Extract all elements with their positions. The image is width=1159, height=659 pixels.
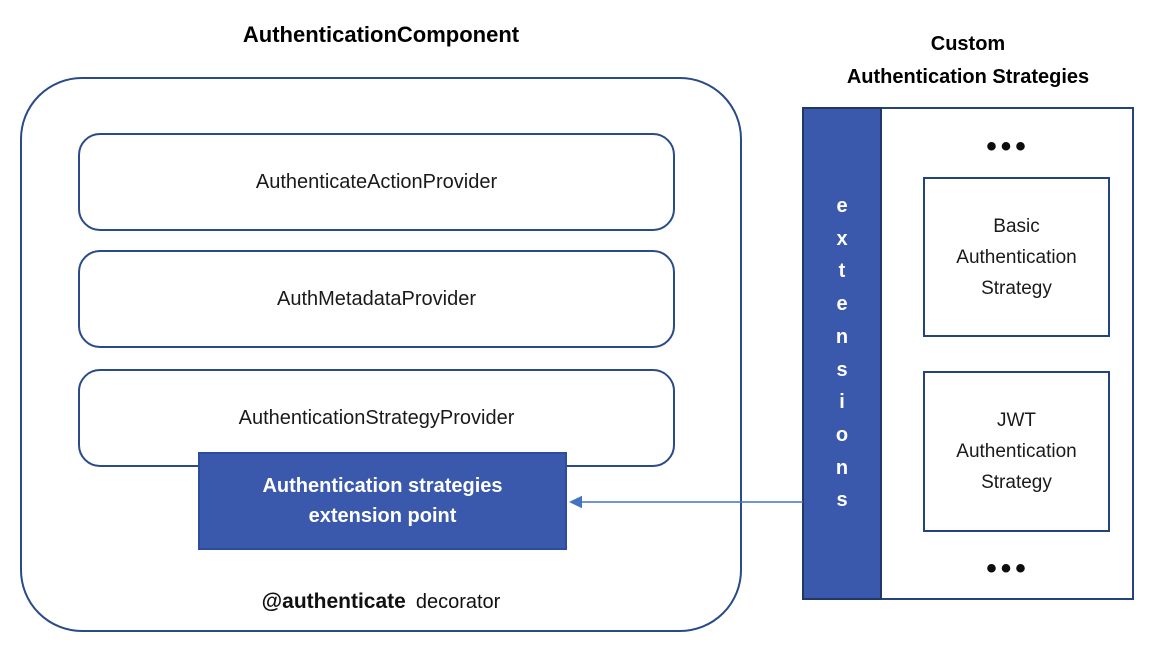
- authenticate-action-provider-box: AuthenticateActionProvider: [78, 133, 675, 231]
- extension-arrow: [569, 495, 803, 509]
- ellipsis-bottom: •••: [986, 552, 1030, 585]
- authentication-component-container: [20, 77, 742, 632]
- jwt-strategy-line1: JWT: [996, 410, 1037, 431]
- authentication-strategy-provider-label: AuthenticationStrategyProvider: [238, 406, 515, 429]
- custom-strategies-title-line2: Authentication Strategies: [846, 66, 1090, 88]
- extension-point-box: Authentication strategies extension poin…: [198, 452, 567, 550]
- basic-strategy-line1: Basic: [993, 215, 1040, 237]
- custom-strategies-title-line1: Custom: [930, 33, 1006, 55]
- jwt-strategy-line2: Authentication: [956, 441, 1077, 462]
- basic-authentication-strategy-box: Basic Authentication Strategy: [923, 177, 1110, 337]
- extension-point-label-line1: Authentication strategies: [262, 475, 503, 497]
- ellipsis-top: •••: [986, 130, 1030, 163]
- auth-metadata-provider-label: AuthMetadataProvider: [276, 287, 476, 310]
- authenticate-action-provider-label: AuthenticateActionProvider: [255, 170, 498, 193]
- auth-metadata-provider-box: AuthMetadataProvider: [78, 250, 675, 348]
- authenticate-decorator-bold: @authenticate: [261, 590, 406, 613]
- jwt-strategy-line3: Strategy: [981, 472, 1052, 493]
- custom-strategies-title: Custom Authentication Strategies: [802, 28, 1134, 94]
- basic-strategy-line2: Authentication: [956, 246, 1077, 268]
- authentication-component-title: AuthenticationComponent: [242, 22, 520, 47]
- jwt-authentication-strategy-box: JWT Authentication Strategy: [923, 371, 1110, 532]
- basic-strategy-line3: Strategy: [981, 277, 1052, 299]
- extension-point-label-line2: extension point: [308, 505, 457, 527]
- authenticate-decorator-label: @authenticate decorator: [20, 590, 742, 614]
- authenticate-decorator-regular: decorator: [415, 591, 501, 613]
